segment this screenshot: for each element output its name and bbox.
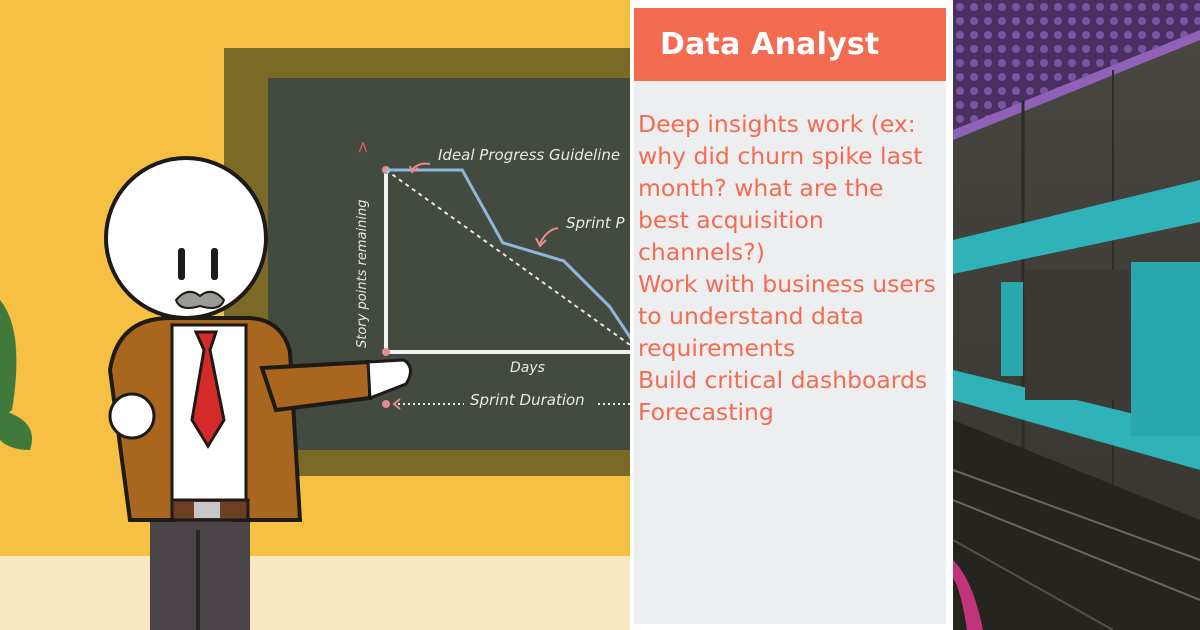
teal-band-upper [953, 180, 1200, 274]
track-bed [953, 420, 1200, 630]
list-item: Forecasting [638, 398, 774, 426]
character-head [104, 156, 268, 320]
character-hand [366, 358, 412, 401]
svg-text:>: > [353, 141, 372, 154]
plant-leaf [0, 300, 17, 420]
sprint-annotation: Sprint P [566, 214, 626, 232]
teacher-illustration: > Story points remaining Days Ideal Prog… [0, 0, 630, 630]
subway-station-image [953, 0, 1200, 630]
role-card-header: Data Analyst [634, 8, 946, 81]
character-tie [190, 330, 226, 449]
illustration-panel: > Story points remaining Days Ideal Prog… [0, 0, 630, 630]
role-title: Data Analyst [660, 27, 880, 62]
role-card: Data Analyst Deep insights work (ex: why… [632, 0, 952, 630]
character-mustache [174, 290, 226, 309]
duration-annotation: Sprint Duration [470, 391, 585, 409]
chart-x-label: Days [510, 360, 545, 376]
responsibility-list: Deep insights work (ex: why did churn sp… [638, 108, 938, 428]
ideal-annotation: Ideal Progress Guideline [438, 146, 620, 164]
list-item: Build critical dashboards [638, 366, 928, 394]
list-item: Deep insights work (ex: why did churn sp… [638, 110, 923, 266]
sprint-progress-line [386, 168, 630, 340]
subway-photo [953, 0, 1200, 630]
character-eye [178, 248, 185, 280]
burndown-chart: > Story points remaining Days Ideal Prog… [353, 141, 630, 410]
ceiling [953, 0, 1200, 130]
role-card-body [634, 8, 946, 624]
pink-pipe [953, 560, 983, 630]
list-item: Work with business users to understand d… [638, 270, 936, 362]
chart-y-label: Story points remaining [355, 200, 370, 348]
teal-band-lower [953, 370, 1200, 470]
